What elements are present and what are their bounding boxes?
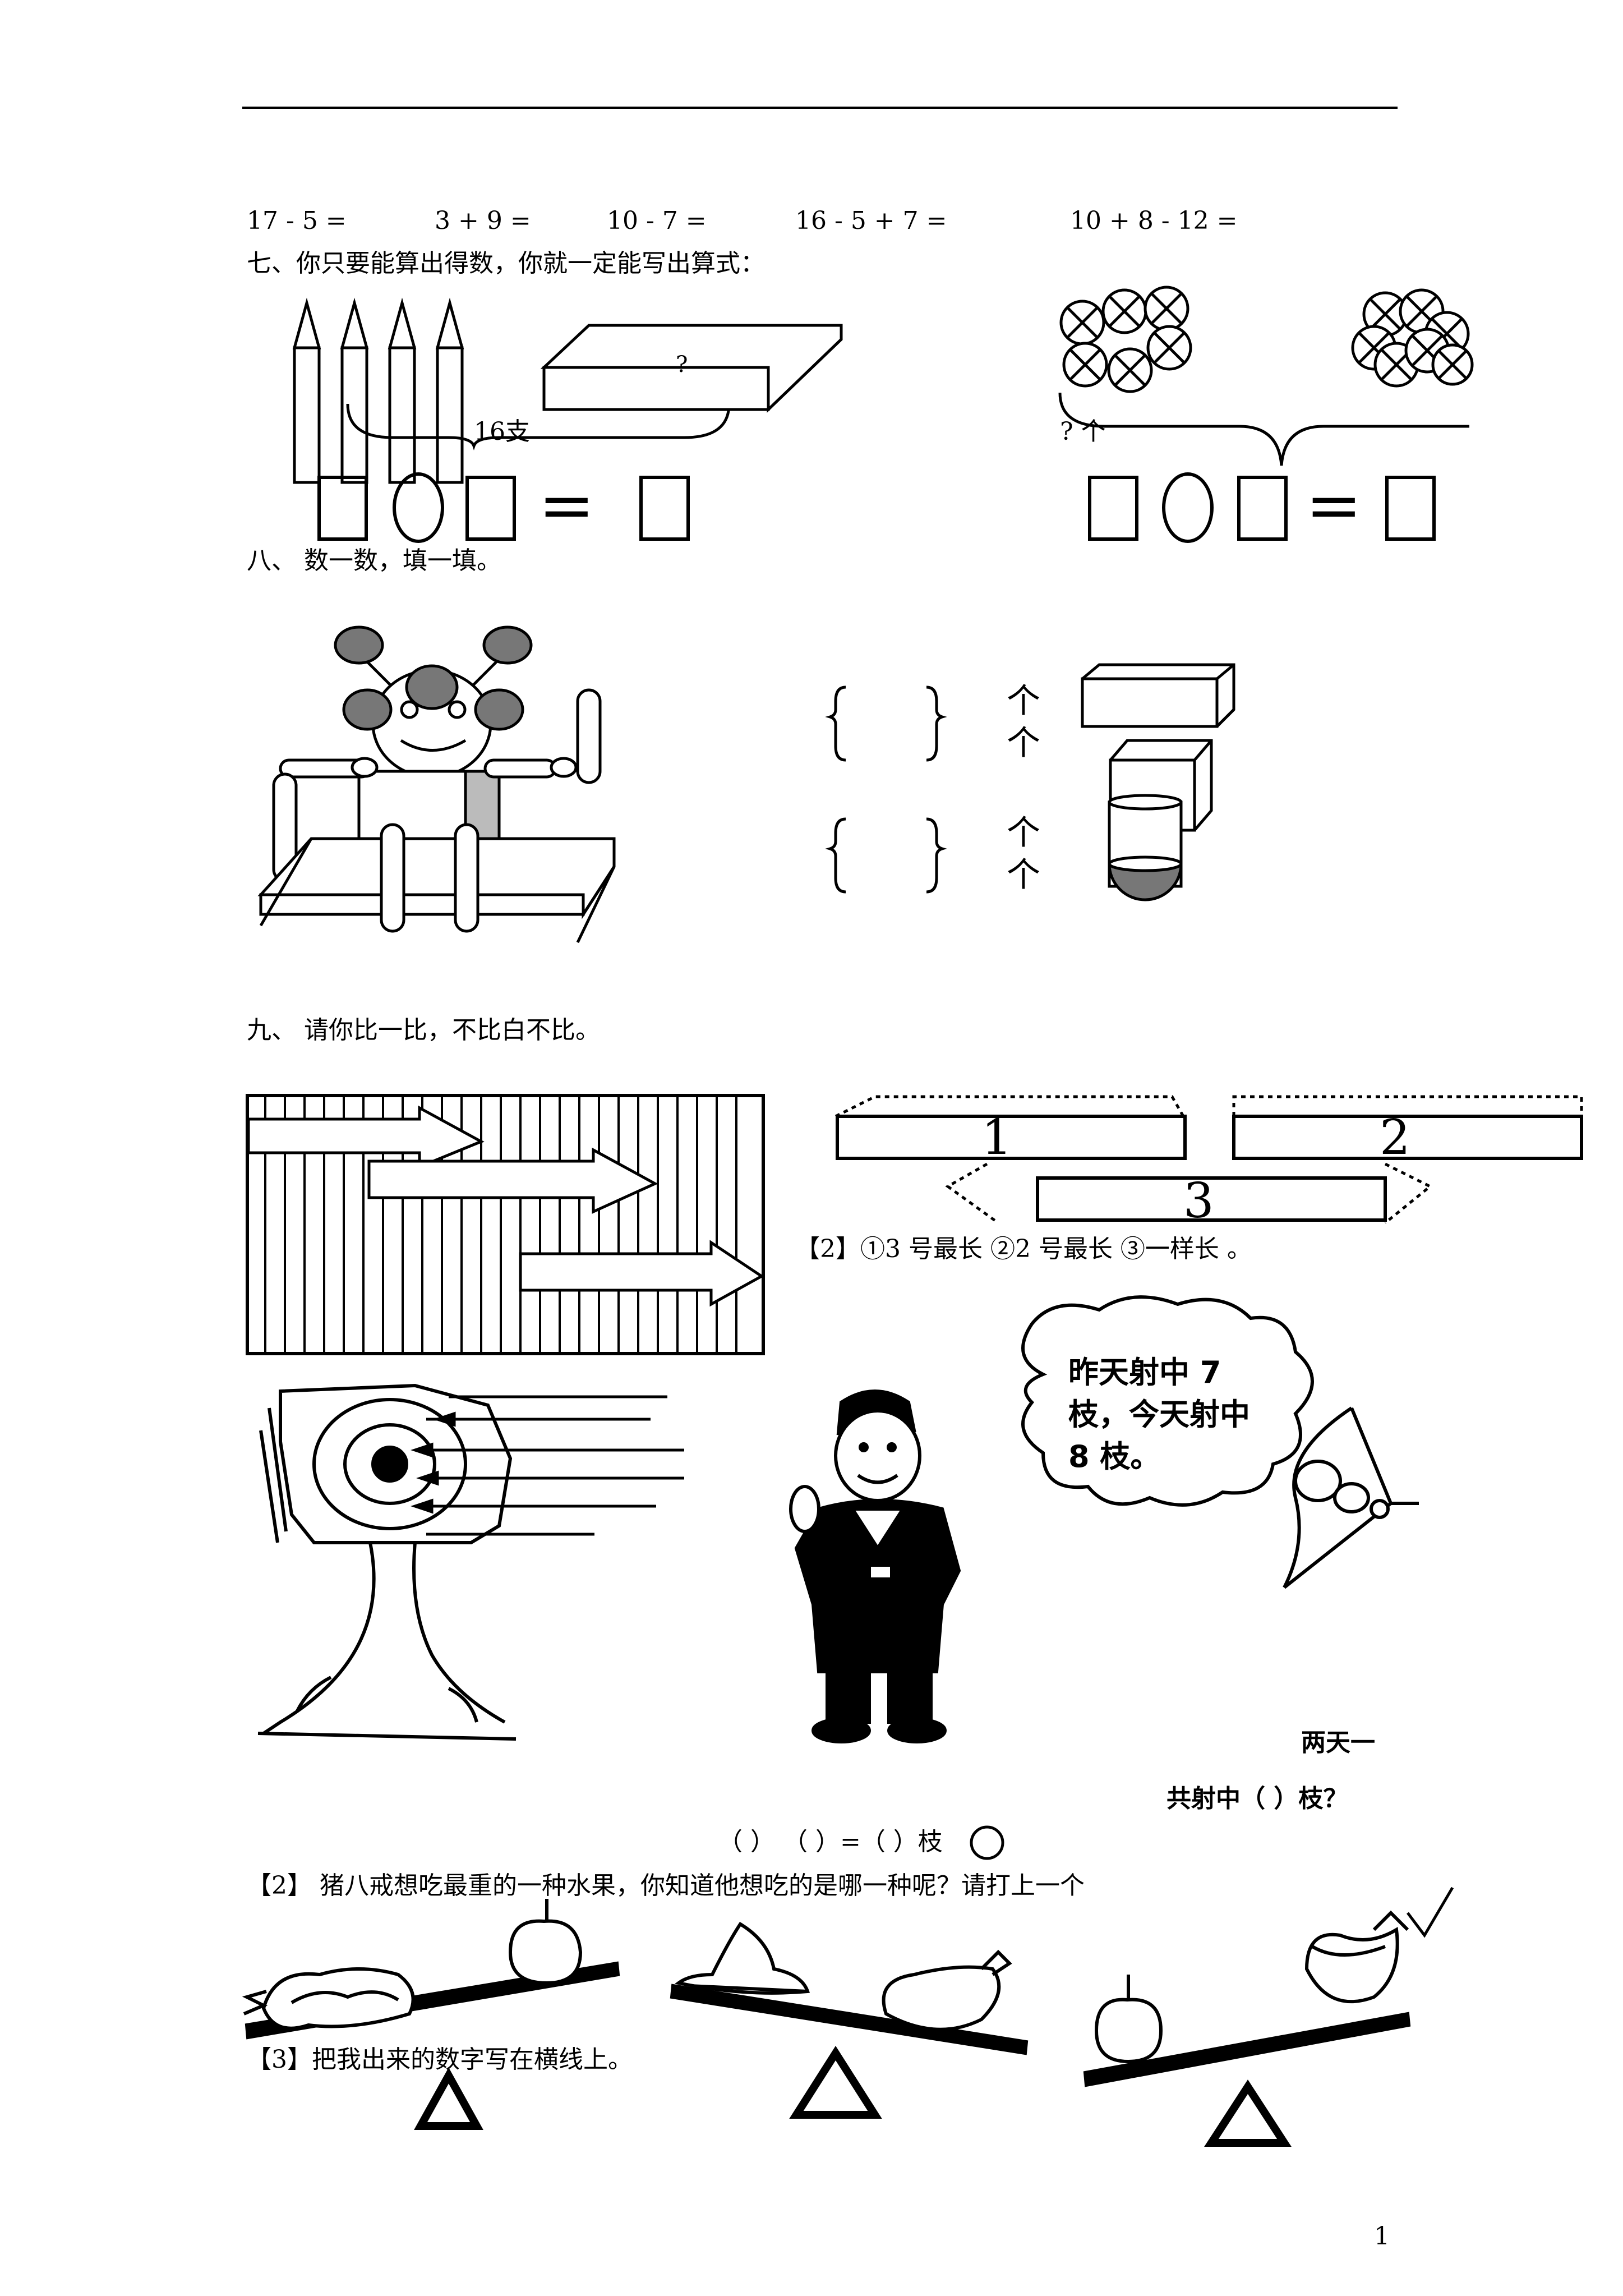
operator-oval[interactable] xyxy=(1162,472,1214,543)
count-brackets xyxy=(825,685,947,894)
question-line-1: 两天一 xyxy=(1301,1728,1375,1757)
equals-sign: = xyxy=(1306,467,1362,545)
answer-box[interactable] xyxy=(1237,476,1288,541)
pencils-illustration xyxy=(292,297,843,484)
speech-line: 昨天射中 7 xyxy=(1068,1355,1221,1390)
section9-title: 九、 请你比一比，不比白不比。 xyxy=(247,1016,600,1045)
robot-illustration xyxy=(257,625,616,944)
expression-3: 10 - 7 = xyxy=(607,206,707,235)
bow-illustration xyxy=(1283,1406,1419,1589)
speech-cloud xyxy=(1021,1295,1314,1507)
target-illustration xyxy=(257,1383,684,1741)
page-number: 1 xyxy=(1374,2222,1390,2251)
header-rule xyxy=(242,107,1398,109)
bar-number-2: 2 xyxy=(1380,1110,1410,1166)
bars-illustration xyxy=(834,1095,1583,1225)
section8-title: 八、 数一数，填一填。 xyxy=(247,546,501,575)
speech-line: 枝，今天射中 xyxy=(1068,1397,1250,1432)
expression-5: 10 + 8 - 12 = xyxy=(1070,206,1238,235)
box-question-mark: ? xyxy=(676,352,688,378)
section7-title: 七、你只要能算出得数，你就一定能写出算式： xyxy=(247,249,765,278)
unit-label: 个 xyxy=(1007,813,1040,853)
answer-box[interactable] xyxy=(1385,476,1436,541)
answer-box[interactable] xyxy=(317,476,368,541)
bar-number-3: 3 xyxy=(1183,1173,1214,1229)
balls-count-label: ? 个 xyxy=(1060,417,1106,446)
fruit-question: 【2】 猪八戒想吃最重的一种水果，你知道他想吃的是哪一种呢？请打上一个 xyxy=(247,1871,1085,1900)
answer-box[interactable] xyxy=(639,476,690,541)
balls-illustration xyxy=(1058,286,1474,466)
equals-sign: = xyxy=(538,467,595,545)
man-illustration xyxy=(789,1389,961,1743)
answer-box[interactable] xyxy=(1088,476,1138,541)
expression-2: 3 + 9 = xyxy=(435,206,531,235)
q2-options: 【2】①3 号最长 ②2 号最长 ③一样长 。 xyxy=(795,1235,1252,1263)
expression-1: 17 - 5 = xyxy=(247,206,347,235)
arrows-illustration xyxy=(246,1094,765,1355)
shapes-illustration xyxy=(1081,663,1235,901)
operator-oval[interactable] xyxy=(393,472,444,543)
unit-label: 个 xyxy=(1007,682,1040,721)
bar-number-1: 1 xyxy=(981,1110,1012,1166)
answer-box[interactable] xyxy=(465,476,516,541)
expression-4: 16 - 5 + 7 = xyxy=(795,206,947,235)
unit-label: 个 xyxy=(1007,724,1040,763)
pencils-count-label: 16支 xyxy=(474,417,530,446)
speech-line: 8 枝。 xyxy=(1068,1439,1161,1474)
blank-equation: （ ） （ ）=（ ）枝 xyxy=(718,1828,943,1856)
unit-label: 个 xyxy=(1007,855,1040,895)
q3-prompt: 【3】把我出来的数字写在横线上。 xyxy=(247,2045,633,2074)
small-circle xyxy=(970,1825,1004,1860)
seesaws-illustration xyxy=(242,1887,1454,2147)
question-line-2: 共射中（ ）枝？ xyxy=(1166,1784,1348,1813)
